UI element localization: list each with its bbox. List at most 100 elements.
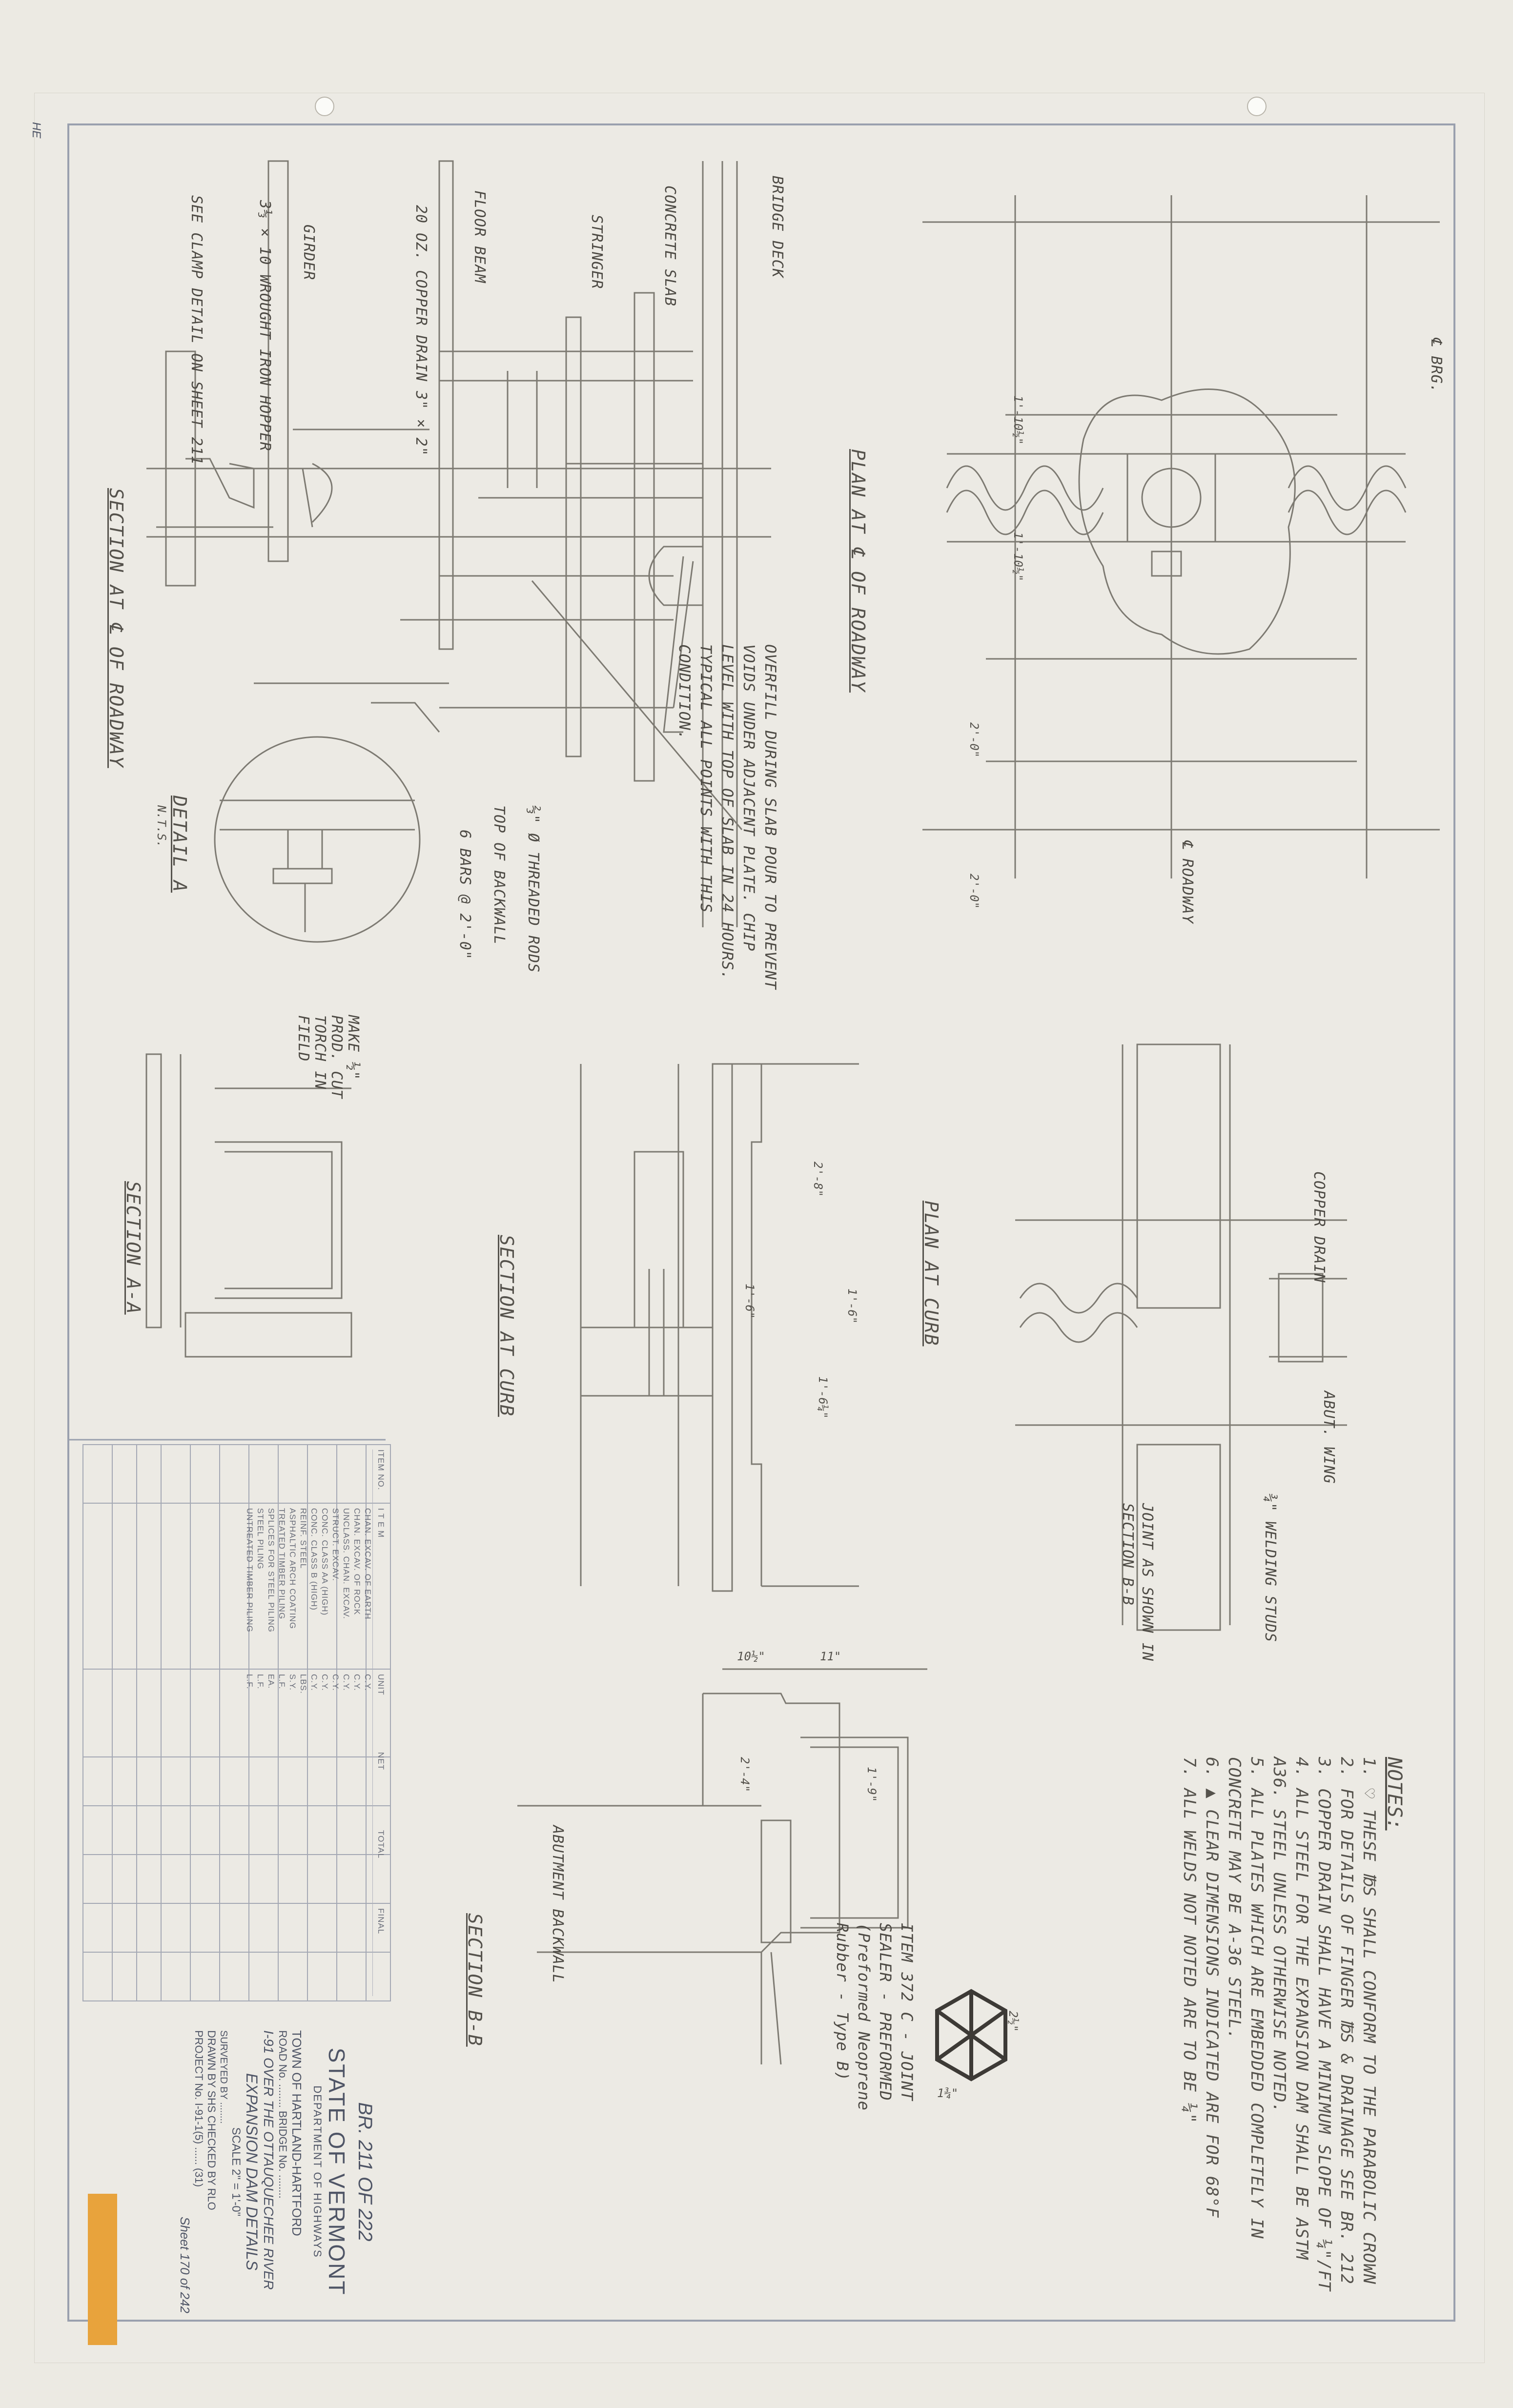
label-copper-drain: COPPER DRAIN — [1310, 1171, 1328, 1283]
quantity-table-cell — [319, 1752, 329, 1830]
dimension-1: 1'-10½" — [1011, 395, 1025, 445]
quantity-table-cell — [244, 1908, 254, 1986]
qt-header-unit: UNIT — [376, 1674, 386, 1695]
dimension-12: 1'-6¼" — [816, 1376, 830, 1419]
qt-header-net: NET — [376, 1752, 386, 1770]
quantity-table-cell: L.F. — [245, 1674, 254, 1690]
note-6: 6. ▲ CLEAR DIMENSIONS INDICATED ARE FOR … — [1202, 1757, 1222, 2218]
quantity-table-cell — [340, 1830, 351, 1908]
quantity-table-cell — [276, 1830, 286, 1908]
quantity-table-cell: L.F. — [277, 1674, 286, 1690]
section-bb-view — [517, 1668, 927, 2065]
note-3: 3. COPPER DRAIN SHALL HAVE A MINIMUM SLO… — [1314, 1757, 1334, 2291]
plan-curb-view — [1015, 1043, 1347, 1631]
quantity-table-cell: C.Y. — [331, 1674, 340, 1691]
quantity-table-cell: REINF. STEEL — [299, 1508, 308, 1569]
dimension-3: 2'-0" — [967, 722, 981, 758]
quantity-table-cell — [308, 1449, 319, 1508]
label-stringer: STRINGER — [588, 215, 605, 289]
dimension-2: 1'-10½" — [1011, 532, 1025, 582]
drawn-checked-by: DRAWN BY SHS CHECKED BY RLO — [205, 2030, 218, 2210]
detail-a-scale: N.T.S. — [155, 805, 168, 848]
quantity-table-cell: C.Y. — [342, 1674, 351, 1691]
quantity-table-cell — [308, 1752, 319, 1830]
dimension-7: 1'-9" — [865, 1767, 879, 1802]
quantity-table-cell: STEEL PILING — [256, 1508, 265, 1570]
quantity-table-cell — [362, 1830, 372, 1908]
title-section-roadway: SECTION AT ℄ OF ROADWAY — [105, 488, 127, 768]
label-joint-as-shown: JOINT AS SHOWN IN SECTION B-B — [1119, 1503, 1156, 1662]
quantity-table-cell — [265, 1830, 276, 1908]
structure-name: I-91 OVER THE OTTAUQUECHEE RIVER — [261, 2030, 276, 2290]
dimension-11: 2'-8" — [811, 1162, 825, 1197]
quantity-table-cell: CONC. CLASS AA (HIGH) — [320, 1508, 329, 1616]
label-overfill: OVERFILL DURING SLAB POUR TO PREVENT VOI… — [675, 644, 779, 990]
label-abut-wing: ABUT. WING — [1320, 1391, 1337, 1484]
quantity-table-cell — [254, 1830, 265, 1908]
title-section-curb: SECTION AT CURB — [496, 1235, 517, 1417]
quantity-table-cell — [297, 1449, 308, 1508]
label-welding-studs: ¾" WELDING STUDS — [1262, 1493, 1279, 1642]
quantity-table-cell — [351, 1830, 362, 1908]
quantity-table-cell — [329, 1830, 340, 1908]
label-make-cut: MAKE ½" PROD. CUT TORCH IN FIELD — [295, 1015, 362, 1099]
quantity-table-cell — [351, 1908, 362, 1986]
label-brg: ℄ BRG. — [1428, 337, 1445, 393]
note-2: 2. FOR DETAILS OF FINGER ℔S & DRAINAGE S… — [1337, 1757, 1356, 2285]
label-roadway-cl: ℄ ROADWAY — [1179, 839, 1196, 924]
quantity-table-cell: TREATED TIMBER PILING — [277, 1508, 286, 1620]
quantity-table-cell: EA. — [266, 1674, 276, 1689]
quantity-table-cell: C.Y. — [309, 1674, 319, 1691]
title-plan-roadway: PLAN AT ℄ OF ROADWAY — [847, 449, 869, 693]
detail-a-view — [214, 702, 440, 943]
qt-header-final: FINAL — [376, 1908, 386, 1935]
quantity-table-cell — [297, 1830, 308, 1908]
quantity-table-row: TREATED TIMBER PILING L.F. — [276, 1449, 286, 1996]
quantity-table-cell — [319, 1830, 329, 1908]
quantity-table-cell — [254, 1908, 265, 1986]
town: TOWN OF HARTLAND-HARTFORD — [289, 2030, 304, 2236]
quantity-table-header: ITEM NO. I T E M UNIT NET TOTAL FINAL — [372, 1449, 386, 1996]
quantity-table-cell — [254, 1752, 265, 1830]
label-bars: 6 BARS @ 2'-0" — [456, 830, 473, 960]
project-number: PROJECT No. I-91-1(5) ...... (31) — [193, 2030, 205, 2187]
quantity-table-cell: SPLICES FOR STEEL PILING — [266, 1508, 276, 1633]
quantity-table-cell — [362, 1908, 372, 1986]
dimension-6: 1'-6" — [743, 1284, 756, 1319]
label-top-backwall: TOP OF BACKWALL — [491, 805, 508, 945]
note-7: 7. ALL WELDS NOT NOTED ARE TO BE ¼" — [1180, 1757, 1199, 2124]
quantity-table-cell: UNCLASS. CHAN. EXCAV. — [342, 1508, 351, 1619]
department: DEPARTMENT OF HIGHWAYS — [311, 2085, 324, 2258]
quantity-table-cell: CHAN. EXCAV. OF ROCK — [352, 1508, 362, 1615]
label-concrete-slab: CONCRETE SLAB — [661, 185, 678, 306]
quantity-table-cell — [265, 1449, 276, 1508]
quantity-table-cell — [319, 1449, 329, 1508]
quantity-table-cell — [319, 1908, 329, 1986]
scale: SCALE 2" = 1'-0" — [229, 2127, 243, 2217]
quantity-table-cell — [308, 1830, 319, 1908]
quantity-table-cell — [308, 1908, 319, 1986]
binder-hole-right — [1247, 97, 1267, 116]
quantity-table-cell — [340, 1449, 351, 1508]
sheet-border — [67, 123, 1455, 2322]
quantity-table-cell: CHAN. EXCAV. OF EARTH — [363, 1508, 372, 1620]
corner-mark: HE — [30, 122, 43, 139]
quantity-table-cell: CONC. CLASS B (HIGH) — [309, 1508, 319, 1611]
quantity-table-cell — [276, 1908, 286, 1986]
dimension-4: 2'-0" — [967, 874, 981, 909]
state-title: STATE OF VERMONT — [324, 2047, 349, 2296]
drawing-title: EXPANSION DAM DETAILS — [243, 2073, 261, 2271]
quantity-table-cell — [286, 1830, 297, 1908]
quantity-table — [82, 1444, 391, 2001]
quantity-table-text: ITEM NO. I T E M UNIT NET TOTAL FINAL CH… — [244, 1449, 386, 1996]
quantity-table-cell — [276, 1752, 286, 1830]
title-plan-curb: PLAN AT CURB — [920, 1201, 942, 1347]
quantity-table-cell — [362, 1752, 372, 1830]
title-section-bb: SECTION B-B — [464, 1913, 486, 2047]
quantity-table-cell — [265, 1908, 276, 1986]
title-block: BR. 211 OF 222 STATE OF VERMONT DEPARTME… — [177, 2030, 376, 2313]
